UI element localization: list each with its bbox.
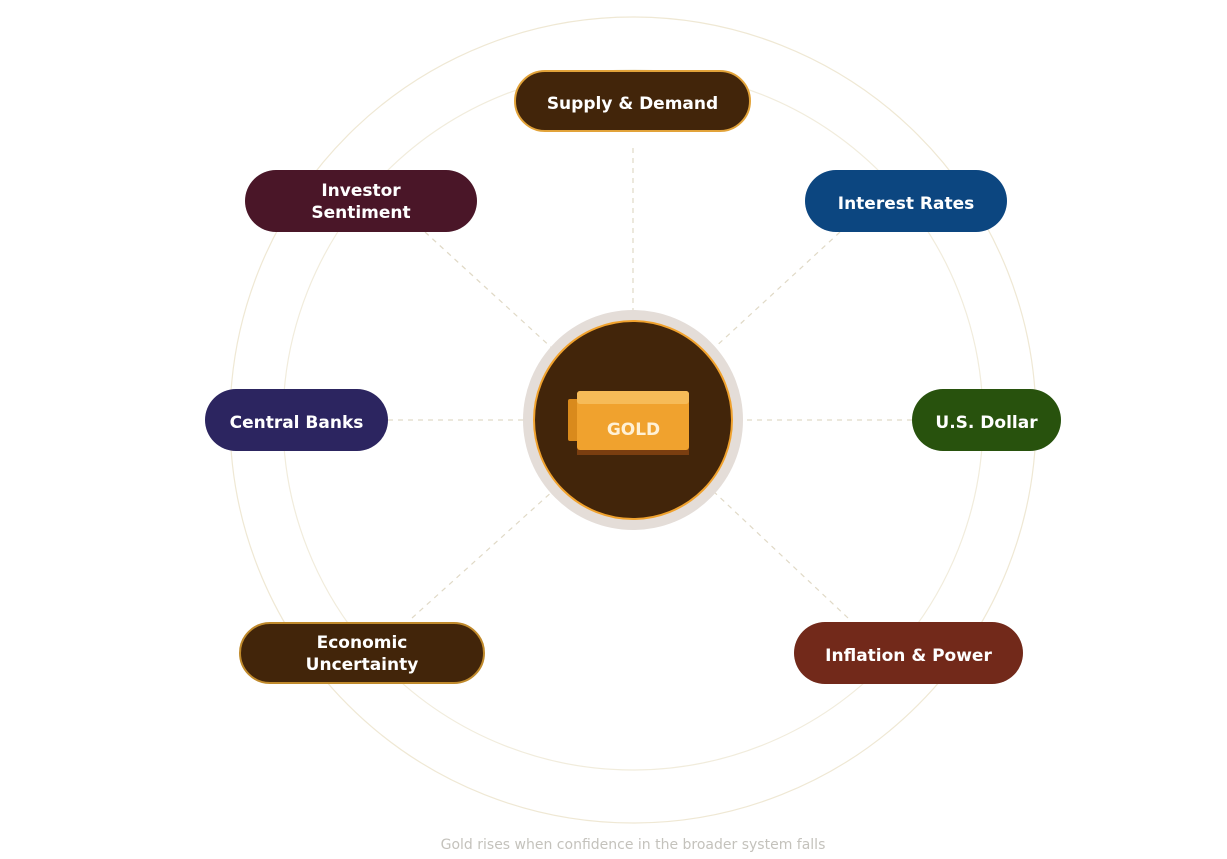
- factor-label-line2: Uncertainty: [305, 655, 419, 675]
- connector-interest: [711, 231, 841, 351]
- factor-economic-uncertainty[interactable]: Economic Uncertainty: [239, 622, 485, 684]
- factor-label: U.S. Dollar: [935, 413, 1038, 433]
- factor-label: Supply & Demand: [546, 94, 719, 114]
- factor-central-banks[interactable]: Central Banks: [205, 389, 388, 451]
- gold-bar-icon: [568, 391, 689, 455]
- factor-label-line2: Sentiment: [311, 203, 411, 223]
- factor-label: Interest Rates: [837, 194, 975, 214]
- connector-investor: [424, 231, 555, 351]
- diagram-caption: Gold rises when confidence in the broade…: [440, 837, 826, 853]
- factor-label-line1: Economic: [316, 633, 408, 653]
- connector-inflation: [711, 489, 849, 619]
- factor-label-line1: Investor: [321, 181, 401, 201]
- connector-economic: [411, 489, 555, 619]
- factor-us-dollar[interactable]: U.S. Dollar: [912, 389, 1061, 451]
- center-label: GOLD: [606, 420, 661, 440]
- factor-interest-rates[interactable]: Interest Rates: [805, 170, 1007, 232]
- factor-investor-sentiment[interactable]: Investor Sentiment: [245, 170, 477, 232]
- factor-label: Central Banks: [229, 413, 364, 433]
- factor-label: Investor Sentiment: [311, 178, 410, 224]
- factor-inflation-power[interactable]: Inflation & Power: [794, 622, 1023, 684]
- factor-supply-demand[interactable]: Supply & Demand: [514, 70, 751, 132]
- factor-label: Inflation & Power: [825, 646, 992, 666]
- factor-label: Economic Uncertainty: [306, 630, 419, 676]
- connectors: [388, 148, 912, 619]
